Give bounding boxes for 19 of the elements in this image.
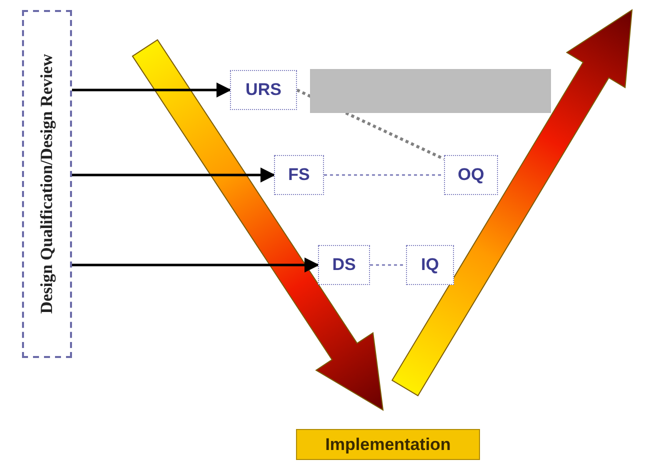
box-label: OQ [458, 165, 484, 185]
box-label: FS [288, 165, 310, 185]
dotted-line [370, 264, 406, 266]
box-label: Implementation [325, 434, 451, 454]
stage-box [444, 155, 498, 195]
dotted-line [324, 174, 444, 176]
box-label: DS [332, 255, 356, 275]
vertical-label: Design Qualification/Design Review [37, 54, 57, 314]
arrow [72, 258, 320, 272]
arrow [72, 82, 232, 98]
stage-box [318, 245, 370, 285]
box-label: IQ [421, 255, 439, 275]
dashed-group-box [22, 10, 72, 358]
stage-box [274, 155, 324, 195]
stage-box [230, 70, 297, 110]
stage-box [406, 245, 454, 285]
box-label: URS [246, 80, 282, 100]
phase-box [296, 429, 480, 460]
arrow [72, 168, 276, 182]
